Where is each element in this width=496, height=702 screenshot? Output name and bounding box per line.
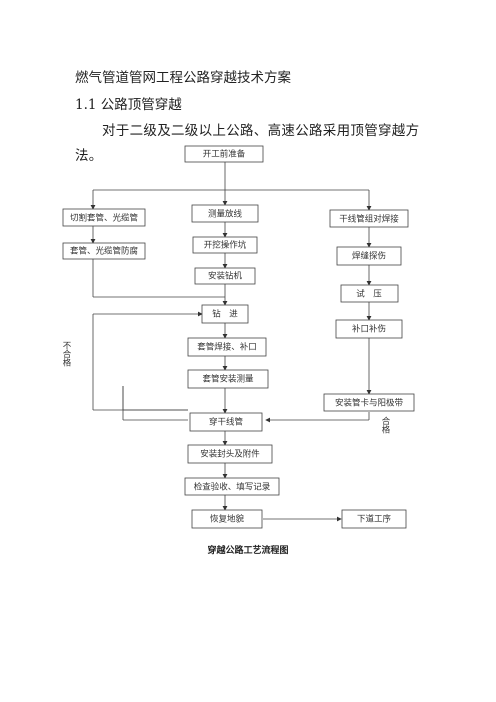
svg-text:开工前准备: 开工前准备 <box>203 149 246 160</box>
box-through-pipe: 穿干线管 <box>189 412 263 432</box>
box-drill-install: 安装钻机 <box>194 267 256 285</box>
box-sleeve-weld: 套管焊接、补口 <box>187 337 267 357</box>
svg-text:补口补伤: 补口补伤 <box>352 324 386 335</box>
label-pass: 合格 <box>380 416 390 435</box>
box-sleeve-measure: 套管安装测量 <box>187 369 269 389</box>
document-title: 燃气管道管网工程公路穿越技术方案 <box>75 70 291 86</box>
box-weld-inspect: 焊缝探伤 <box>336 246 402 266</box>
svg-text:穿干线管: 穿干线管 <box>209 417 243 428</box>
body-paragraph: 对于二级及二级以上公路、高速公路采用顶管穿越方法。 <box>75 123 420 164</box>
svg-text:安装管卡与阳极带: 安装管卡与阳极带 <box>335 398 404 409</box>
figure-caption: 穿越公路工艺流程图 <box>207 546 289 556</box>
svg-text:开挖操作坑: 开挖操作坑 <box>204 240 247 251</box>
svg-text:套管、光缆管防腐: 套管、光缆管防腐 <box>70 246 139 257</box>
box-anticorrosion: 套管、光缆管防腐 <box>62 242 146 260</box>
svg-text:恢复地貌: 恢复地貌 <box>210 514 245 525</box>
svg-text:安装钻机: 安装钻机 <box>208 271 243 282</box>
box-patch: 补口补伤 <box>335 319 403 339</box>
svg-text:试 压: 试 压 <box>356 289 382 300</box>
box-clamp: 安装管卡与阳极带 <box>323 393 415 412</box>
svg-text:检查验收、填写记录: 检查验收、填写记录 <box>194 482 271 493</box>
box-survey: 测量放线 <box>191 204 259 223</box>
box-seal: 安装封头及附件 <box>187 444 273 464</box>
box-cut-sleeve: 切割套管、光缆管 <box>62 208 146 227</box>
svg-text:切割套管、光缆管: 切割套管、光缆管 <box>70 213 138 224</box>
svg-text:钻 进: 钻 进 <box>212 309 238 320</box>
svg-text:套管焊接、补口: 套管焊接、补口 <box>197 342 257 353</box>
box-pressure-test: 试 压 <box>340 284 399 303</box>
box-start: 开工前准备 <box>184 145 264 163</box>
svg-text:不合格: 不合格 <box>61 341 71 367</box>
section-heading: 1.1 公路顶管穿越 <box>75 97 182 113</box>
svg-text:测量放线: 测量放线 <box>208 209 243 220</box>
svg-text:干线管组对焊接: 干线管组对焊接 <box>339 214 399 225</box>
process-flowchart: 开工前准备 切割套管、光缆管 套管、光缆管防腐 测量放线 开挖操作坑 安装钻机 … <box>61 145 415 529</box>
svg-text:下道工序: 下道工序 <box>357 514 392 525</box>
box-check: 检查验收、填写记录 <box>184 477 280 496</box>
box-pit: 开挖操作坑 <box>192 236 258 254</box>
svg-text:焊缝探伤: 焊缝探伤 <box>352 251 386 262</box>
box-pipe-weld: 干线管组对焊接 <box>329 209 409 228</box>
svg-text:套管安装测量: 套管安装测量 <box>202 374 254 385</box>
svg-text:合格: 合格 <box>380 416 390 435</box>
box-drilling: 钻 进 <box>201 304 249 324</box>
box-restore: 恢复地貌 <box>191 509 263 529</box>
flow-connectors <box>90 162 372 522</box>
svg-text:安装封头及附件: 安装封头及附件 <box>200 449 260 460</box>
label-fail: 不合格 <box>61 341 71 367</box>
box-next-step: 下道工序 <box>341 509 407 529</box>
